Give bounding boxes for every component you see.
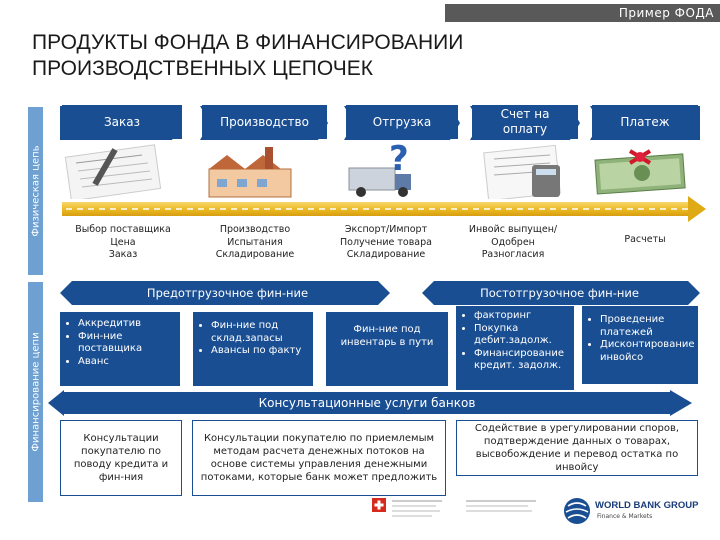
advisory-box-order: Консультации покупателю по поводу кредит… [60, 420, 182, 496]
advisory-services-arrowtail [48, 390, 64, 416]
world-bank-group-subtitle: Finance & Markets [597, 513, 653, 520]
title-line-2: ПРОИЗВОДСТВЕННЫХ ЦЕПОЧЕК [32, 57, 373, 80]
partner-logo-text [466, 500, 536, 512]
pre-shipment-financing-label: Предотгрузочное фин-ние [75, 283, 380, 303]
world-bank-globe-icon [564, 498, 590, 524]
advisory-box-invoice-payment: Содействие в урегулировании споров, подт… [456, 420, 698, 476]
financing-box-shipment: Фин-ние под инвентарь в пути [326, 312, 448, 386]
money-gift-image [594, 149, 686, 195]
svg-text:?: ? [389, 144, 409, 179]
stage-payment: Платеж [592, 105, 698, 139]
process-flow-dashes [66, 208, 688, 210]
example-label: Пример ФОДА [445, 4, 720, 22]
financing-box-production: Фин-ние под склад.запасы Авансы по факту [193, 312, 313, 386]
financing-box-invoice: факторинг Покупка дебит.задолж. Финансир… [456, 306, 574, 390]
stage-production: Производство [202, 105, 327, 139]
financing-box-payment: Проведение платежей Дисконтирование инво… [582, 306, 698, 384]
process-flow-arrowhead [688, 196, 706, 222]
page-title: ПРОДУКТЫ ФОНДА В ФИНАНСИРОВАНИИ ПРОИЗВОД… [32, 30, 592, 82]
title-line-1: ПРОДУКТЫ ФОНДА В ФИНАНСИРОВАНИИ [32, 31, 464, 54]
world-bank-group-logo-text: WORLD BANK GROUP [595, 500, 699, 511]
step-payment: Расчеты [624, 234, 666, 245]
financing-box-order: Аккредитив Фин-ние поставщика Аванс [60, 312, 180, 386]
factory-image [208, 147, 292, 198]
advisory-services-bar: Консультационные услуги банков [62, 392, 672, 414]
truck-question-image: ? [348, 144, 411, 197]
swiss-flag-icon [372, 498, 386, 512]
post-shipment-financing-label: Постотгрузочное фин-ние [432, 283, 687, 303]
side-label-financing: Финансирование цепи [28, 282, 43, 502]
advisory-box-production-shipment: Консультации покупателю по приемлемым ме… [192, 420, 446, 496]
invoice-calculator-image [483, 144, 561, 199]
advisory-services-arrowhead [670, 390, 692, 416]
order-form-image [64, 144, 162, 199]
stage-shipment: Отгрузка [346, 105, 458, 139]
swiss-confederation-logo [392, 500, 442, 517]
side-label-physical: Физическая цепь [28, 107, 43, 275]
stage-order: Заказ [62, 105, 182, 139]
